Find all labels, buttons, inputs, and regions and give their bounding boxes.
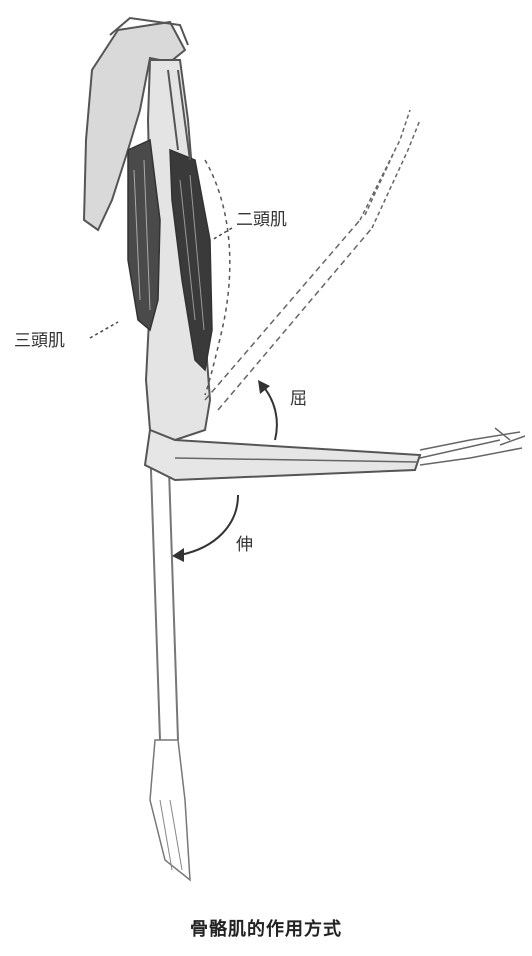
extension-arrow (172, 495, 238, 562)
extension-label: 伸 (236, 530, 253, 555)
flexion-label: 屈 (290, 384, 307, 409)
forearm-horizontal (145, 428, 525, 480)
forearm-flexed (205, 110, 420, 410)
figure-caption: 骨骼肌的作用方式 (0, 915, 532, 941)
biceps-label: 二頭肌 (236, 205, 287, 230)
forearm-extended (150, 440, 190, 880)
flexion-arrow (258, 380, 277, 440)
triceps-label: 三頭肌 (14, 326, 65, 351)
triceps-pointer (90, 322, 118, 338)
